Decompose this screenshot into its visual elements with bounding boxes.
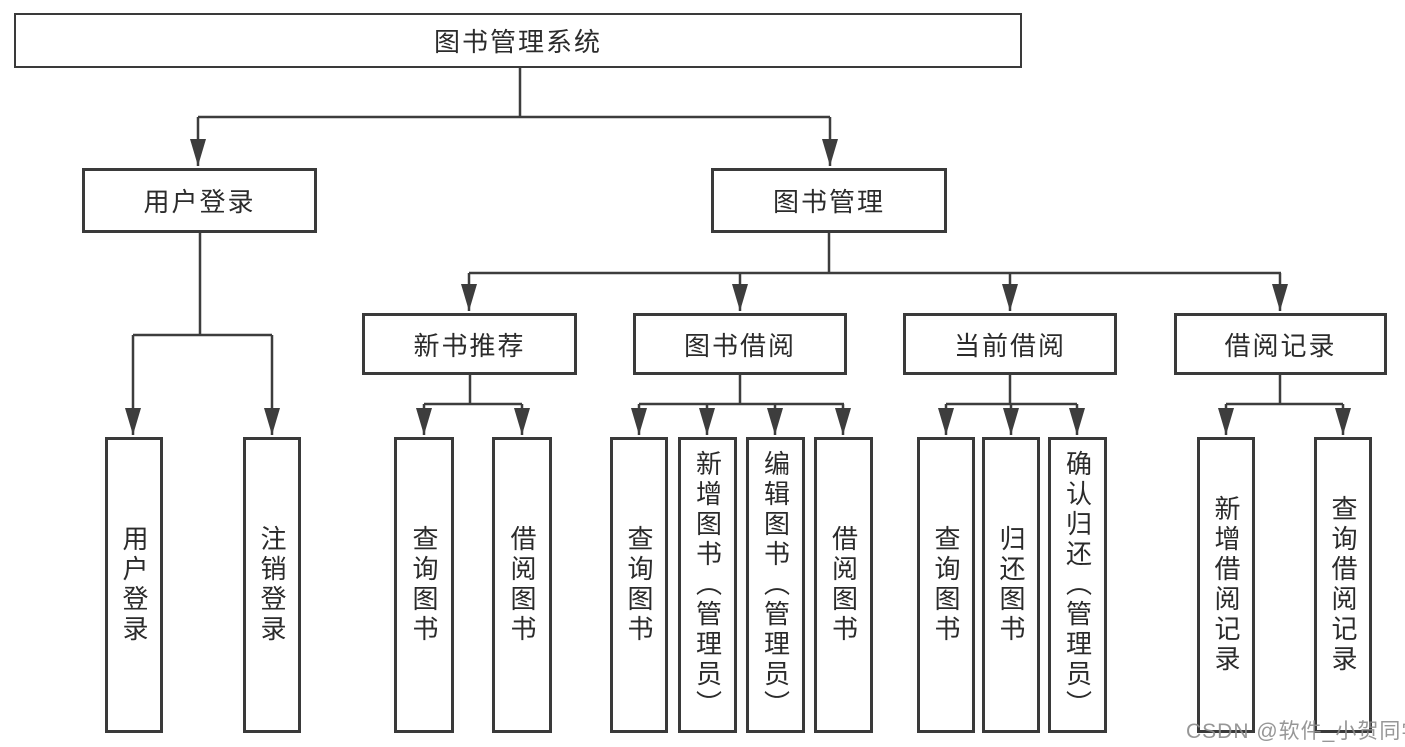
leaf-label: 归还图书	[996, 525, 1026, 645]
leaf-label: 编辑图书（管理员）	[760, 450, 791, 720]
node-user-login: 用户登录	[82, 168, 317, 233]
leaf-label: 借阅图书	[828, 525, 859, 645]
leaf-label: 查询图书	[931, 525, 961, 645]
leaf-query-books: 查询图书	[610, 437, 668, 733]
leaf-label: 新增借阅记录	[1211, 495, 1241, 675]
leaf-add-borrow-record: 新增借阅记录	[1197, 437, 1255, 733]
leaf-add-book-admin: 新增图书（管理员）	[678, 437, 737, 733]
leaf-borrow-books: 借阅图书	[492, 437, 552, 733]
leaf-label: 注销登录	[257, 525, 287, 645]
leaf-query-books: 查询图书	[394, 437, 454, 733]
node-book-management: 图书管理	[711, 168, 947, 233]
node-book-borrowing: 图书借阅	[633, 313, 847, 375]
leaf-label: 借阅图书	[507, 525, 537, 645]
leaf-user-login: 用户登录	[105, 437, 163, 733]
leaf-label: 新增图书（管理员）	[692, 450, 723, 720]
leaf-label: 用户登录	[119, 525, 149, 645]
node-new-book-recommend: 新书推荐	[362, 313, 577, 375]
leaf-confirm-return-admin: 确认归还（管理员）	[1048, 437, 1107, 733]
leaf-label: 确认归还（管理员）	[1062, 450, 1093, 720]
leaf-label: 查询图书	[624, 525, 654, 645]
leaf-label: 查询借阅记录	[1328, 495, 1358, 675]
leaf-borrow-books: 借阅图书	[814, 437, 873, 733]
leaf-query-books: 查询图书	[917, 437, 975, 733]
node-label: 借阅记录	[1224, 330, 1337, 361]
leaf-query-borrow-record: 查询借阅记录	[1314, 437, 1372, 733]
node-system-root: 图书管理系统	[14, 13, 1022, 68]
node-label: 图书管理系统	[433, 27, 602, 57]
node-label: 当前借阅	[953, 330, 1066, 361]
node-label: 用户登录	[143, 187, 256, 217]
csdn-watermark: CSDN @软件_小贺同学	[1186, 720, 1405, 743]
leaf-return-books: 归还图书	[982, 437, 1040, 733]
leaf-logout-login: 注销登录	[243, 437, 301, 733]
leaf-label: 查询图书	[409, 525, 439, 645]
node-borrow-records: 借阅记录	[1174, 313, 1387, 375]
node-label: 图书管理	[772, 187, 885, 217]
node-label: 图书借阅	[683, 330, 796, 361]
node-label: 新书推荐	[413, 330, 526, 361]
leaf-edit-book-admin: 编辑图书（管理员）	[746, 437, 805, 733]
node-current-borrowing: 当前借阅	[903, 313, 1117, 375]
